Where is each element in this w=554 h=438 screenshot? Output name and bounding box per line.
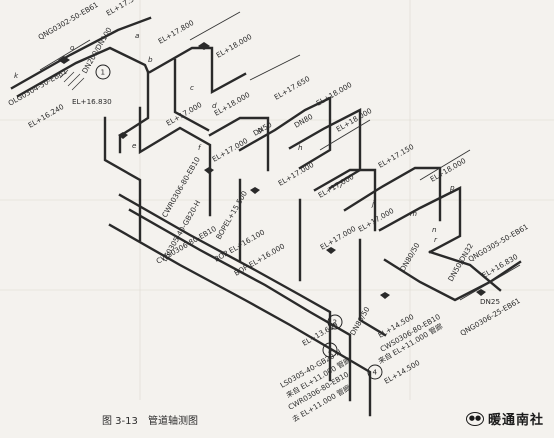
leader-lines [39,11,521,301]
pipe-mid-riser-3 [358,238,387,337]
pipe-branch-c [148,46,247,95]
point-r: r [434,235,438,244]
pipe-branch-m [378,186,462,254]
annotation: BOPEL+15.500 [214,189,249,241]
annotation: EL+17.000 [211,136,250,164]
hatch-area [59,69,85,91]
valve-icon [380,292,390,299]
watermark-text: 暖通南社 [487,413,544,428]
annotation: EL+17.000 [319,224,358,252]
annotation: EL+18.000 [213,90,252,118]
pipe-network [10,16,522,417]
watermark: ●● 暖通南社 [465,409,544,428]
annotation: EL+16.240 [27,102,66,130]
pipe-cwr-main [108,223,372,417]
annotation: EL+17.650 [273,74,312,102]
tag-circle-2 [327,314,343,330]
pipe-branch-d [173,58,210,132]
point-o: o [70,43,75,52]
tag-4: 4 [373,368,378,377]
point-p: p [449,183,455,192]
pipe-ls-main [128,208,352,402]
annotation: DN25 [480,297,500,306]
valves [58,42,486,299]
valve-icon [118,132,128,139]
annotation: QNG0302-50-EB61 [37,0,100,42]
point-j: j [371,199,374,208]
tag-1: 1 [101,68,106,77]
annotation: EL+16.830 [72,97,112,106]
figure-number: 图 3-13 [102,415,138,427]
point-f: f [198,143,202,152]
pipe-branch-j [313,168,377,232]
tag-2: 2 [333,318,338,327]
point-d: d [212,101,217,110]
valve-icon [58,56,70,64]
valve-icon [326,247,336,254]
valve-icon [476,289,486,296]
pipe-right-low [383,258,522,302]
point-letters: a b c d e f g h i j k m n o p r [14,31,455,244]
figure-title: 管道轴测图 [148,414,198,427]
point-n: n [432,225,437,234]
point-h: h [298,143,303,152]
point-e: e [132,141,137,150]
pipe-branch-b [118,70,150,154]
annotation: EL+17.500 [105,0,144,18]
pipe-branch-i [288,108,362,190]
wechat-icon: ●● [465,411,484,426]
annotation: EL+18.000 [315,80,354,108]
point-i: i [340,181,342,190]
annotation: EL+18.000 [215,32,254,60]
annotation: QNG0305-50-EB61 [467,222,530,264]
tag-circle-4 [367,364,383,380]
point-m: m [410,209,417,218]
tag-3: 3 [328,346,333,355]
pipe-branch-k [343,166,442,222]
background-grid [0,0,554,400]
annotation: EL+18.000 [429,156,468,184]
pipe-branch-h [238,96,332,170]
annotations: QNG0302-50-EB61 EL+17.500 DN200/DN100 EL… [7,0,530,424]
valve-icon [250,187,260,194]
equipment-tags: 1 2 3 4 [95,64,383,380]
annotation: DN80 [293,112,315,130]
pipe-branch-g [208,116,270,172]
pipe-header-return [16,46,150,98]
tag-circle-1 [95,64,111,80]
point-c: c [190,83,194,92]
point-k: k [14,71,19,80]
figure-caption: 图 3-13 管道轴测图 [102,414,198,427]
annotation: EL+14.500 [383,358,422,386]
point-a: a [135,31,139,40]
point-b: b [148,55,153,64]
annotation: DN50 [252,120,274,138]
pipe-main-header [10,16,152,90]
annotation: EL+17.000 [277,160,316,188]
point-g: g [258,125,263,134]
annotation: EL+17.800 [157,18,196,46]
valve-icon [198,42,210,50]
valve-icon [204,167,214,174]
pipe-branch-e [103,116,142,242]
tag-circle-3 [322,342,338,358]
